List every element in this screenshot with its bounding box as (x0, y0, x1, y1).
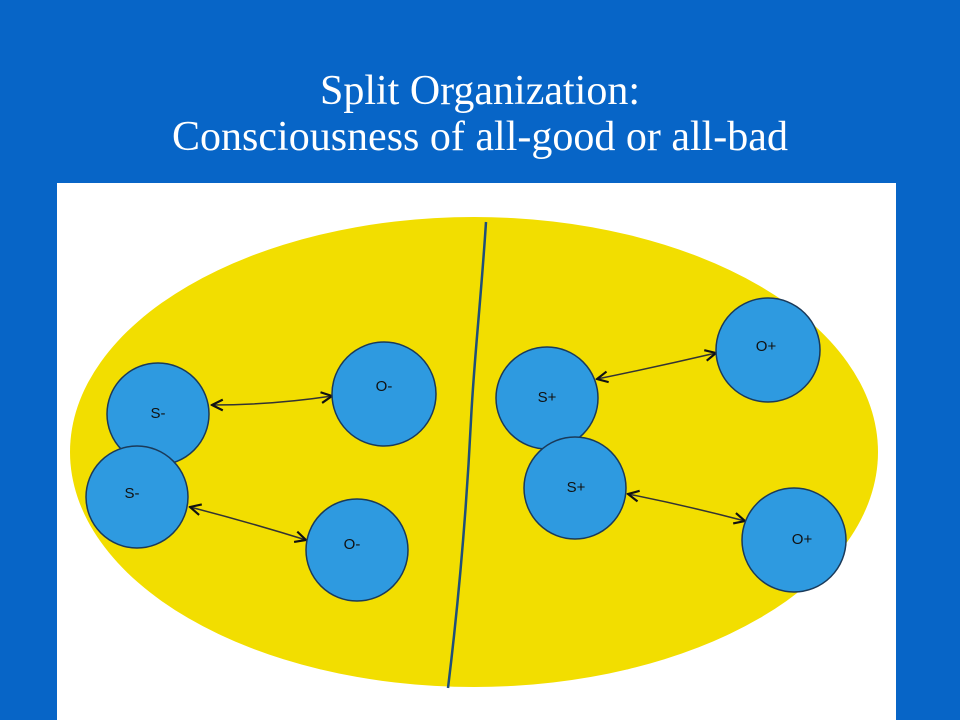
node-label: S+ (567, 479, 586, 496)
node-label: O+ (756, 338, 777, 355)
node-label: O+ (792, 531, 813, 548)
node-o-plus-1: O+ (715, 297, 821, 403)
link-s-plus-2-o-plus-2 (628, 494, 745, 521)
node-s-plus-2: S+ (523, 436, 627, 540)
title-line-1: Split Organization: (319, 68, 641, 114)
node-s-plus-1: S+ (495, 346, 599, 450)
node-label: S- (151, 405, 166, 422)
node-o-minus-1: O- (331, 341, 437, 447)
node-label: S+ (538, 389, 557, 406)
title-line-2: Consciousness of all-good or all-bad (172, 114, 788, 160)
split-line (446, 221, 488, 689)
slide-title: Split Organization: Consciousness of all… (0, 68, 960, 160)
link-s-minus-2-o-minus-2 (190, 507, 306, 540)
link-s-minus-1-o-minus-1 (212, 396, 332, 405)
node-label: O- (344, 536, 361, 553)
link-s-plus-1-o-plus-1 (597, 353, 716, 379)
psyche-ellipse (70, 217, 878, 687)
node-o-minus-2: O- (305, 498, 409, 602)
node-s-minus-1: S- (106, 362, 210, 466)
node-label: O- (376, 378, 393, 395)
node-label: S- (125, 485, 140, 502)
node-s-minus-2: S- (85, 445, 189, 549)
node-o-plus-2: O+ (741, 487, 847, 593)
